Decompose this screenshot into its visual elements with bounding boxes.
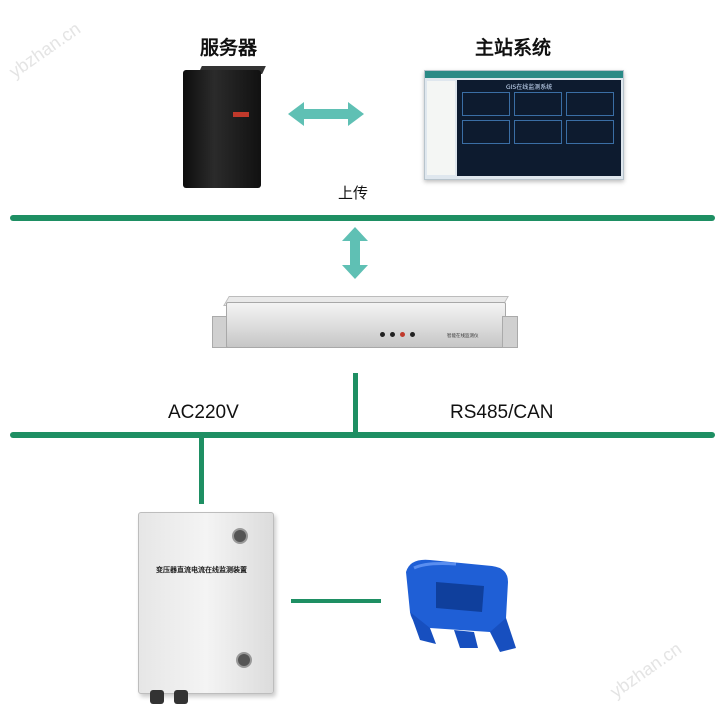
screen-grid [462, 92, 614, 170]
cable-gland [150, 690, 164, 704]
status-led [380, 332, 385, 337]
horizontal-double-arrow-icon [288, 102, 364, 126]
master-station-label: 主站系统 [475, 37, 552, 59]
cabinet-to-sensor-line [291, 599, 381, 603]
master-station-screen [424, 70, 624, 180]
cabinet-lock-bottom [236, 652, 252, 668]
status-led [390, 332, 395, 337]
screen-main-panel [457, 80, 621, 176]
watermark-top-left: ybzhan.cn [5, 18, 85, 82]
server-logo [233, 112, 249, 117]
bus-to-cabinet-line [199, 438, 204, 504]
vertical-double-arrow-icon [342, 227, 368, 279]
cable-gland [174, 690, 188, 704]
server-label: 服务器 [200, 37, 258, 59]
rack-to-bus-line [353, 373, 358, 435]
ac220v-label: AC220V [168, 402, 239, 423]
cabinet-lock-top [232, 528, 248, 544]
rs485-can-label: RS485/CAN [450, 402, 554, 423]
screen-titlebar [425, 71, 623, 78]
status-led [400, 332, 405, 337]
monitoring-cabinet [138, 512, 274, 694]
screen-sidebar [427, 81, 455, 175]
watermark-bottom-right: ybzhan.cn [606, 638, 686, 702]
server-tower [183, 70, 261, 188]
rack-front-panel [226, 302, 506, 348]
cabinet-label: 变压器直流电流在线监测装置 [156, 566, 247, 574]
status-led [410, 332, 415, 337]
current-sensor-icon [406, 559, 516, 652]
screen-title: GIS在线监测系统 [506, 84, 553, 91]
rack-ear-right [502, 316, 518, 348]
upper-bus-line [10, 215, 715, 221]
rack-device-label: 智能在线监测仪 [447, 334, 479, 339]
upload-label: 上传 [338, 184, 369, 202]
lower-bus-line [10, 432, 715, 438]
